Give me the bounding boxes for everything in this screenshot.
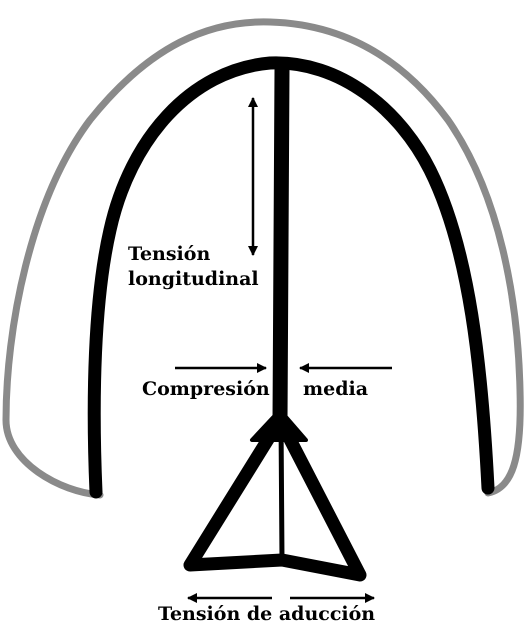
label-compresion: Compresión xyxy=(142,380,270,399)
outer-gray-outline xyxy=(6,22,520,495)
label-media: media xyxy=(303,380,368,399)
label-tension-aduccion: Tensión de aducción xyxy=(158,605,375,624)
label-tension-longitudinal-line1: Tensión xyxy=(128,242,259,267)
label-tension-longitudinal-line2: longitudinal xyxy=(128,267,259,292)
adduction-triangle xyxy=(190,420,360,575)
central-spine xyxy=(280,70,282,420)
triangle-wedge xyxy=(252,410,306,440)
label-tension-longitudinal: Tensión longitudinal xyxy=(128,242,259,292)
